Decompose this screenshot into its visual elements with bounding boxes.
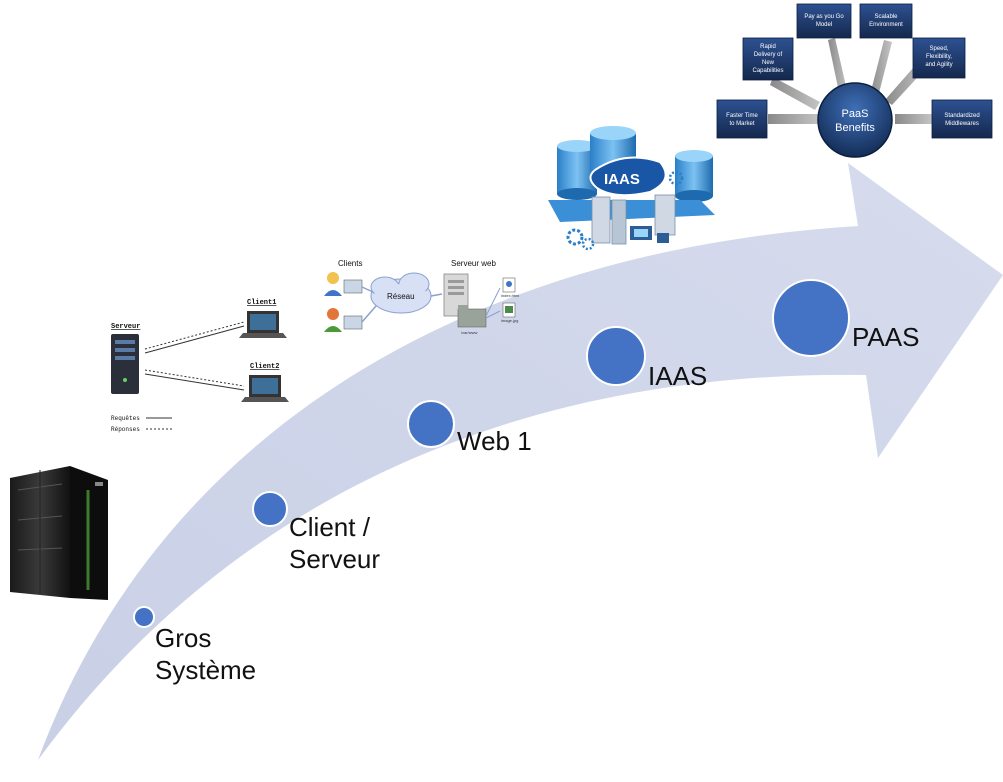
paas-benefits-illustration: PaaS Benefits Pay as you Go Model Scalab… [716, 3, 993, 158]
file-icon [502, 277, 516, 293]
laptop-icon [239, 311, 287, 338]
milestone-dot-client-serveur [252, 491, 288, 527]
file1-label: index.html [501, 293, 519, 298]
milestone-label-paas: PAAS [852, 322, 920, 352]
benefit-box-scalable: Scalable Environment [859, 3, 913, 39]
requests-legend: Requêtes [111, 415, 140, 422]
benefit-text: New [762, 60, 775, 66]
benefit-box-standardized: Standardized Middlewares [931, 99, 993, 139]
paas-hub-line1: PaaS [842, 108, 869, 120]
file2-label: image.jpg [501, 318, 518, 323]
gear-icon [668, 170, 684, 186]
iaas-illustration: IAAS [548, 126, 715, 251]
benefit-text: Standardized [944, 113, 979, 119]
client-server-illustration: Serveur Client1 Client2 Requêtes Réponse… [111, 299, 289, 433]
paas-hub-line2: Benefits [835, 122, 875, 134]
benefit-text: Pay as you Go [804, 14, 844, 20]
milestone-label-web1: Web 1 [457, 426, 532, 456]
path-label: /var/www [461, 330, 478, 335]
milestone-label-gros-systeme: Gros Système [155, 622, 256, 686]
iaas-badge [589, 156, 667, 197]
benefit-text: Faster Time [726, 113, 758, 119]
milestone-label-line: Système [155, 655, 257, 685]
laptop-icon [241, 375, 289, 402]
benefit-text: Model [816, 22, 832, 28]
file-icon [502, 302, 516, 318]
milestone-dot-gros-systeme [133, 606, 155, 628]
web-illustration: Clients Serveur web Réseau [324, 259, 519, 335]
milestone-label-line: Gros [155, 623, 212, 653]
cloud-icon [370, 272, 432, 314]
benefit-text: Environment [869, 22, 903, 28]
responses-legend: Réponses [111, 426, 140, 433]
user-icon [324, 272, 363, 296]
timeline-arrow [38, 163, 1003, 760]
milestone-label-line: Serveur [289, 544, 381, 574]
milestone-label-line: Client / [289, 512, 370, 542]
benefit-text: Scalable [874, 14, 898, 20]
clients-label: Clients [338, 259, 362, 268]
benefit-text: Flexibility, [926, 54, 952, 60]
client2-label: Client2 [250, 363, 279, 371]
milestone-label-iaas: IAAS [648, 361, 708, 391]
client1-label: Client1 [247, 299, 276, 307]
server-label: Serveur [111, 323, 140, 331]
benefit-text: Capabilities [752, 68, 783, 74]
web-server-label: Serveur web [451, 259, 496, 268]
milestone-dot-paas [772, 279, 850, 357]
paas-hub [817, 82, 893, 158]
milestone-dot-web1 [407, 400, 455, 448]
network-label: Réseau [387, 292, 415, 301]
gear-icon [566, 228, 584, 246]
benefit-box-faster-time: Faster Time to Market [716, 99, 768, 139]
benefit-box-pay-as-you-go: Pay as you Go Model [796, 3, 852, 39]
benefit-box-rapid-delivery: Rapid Delivery of New Capabilities [742, 37, 794, 81]
benefit-box-speed-flexibility: Speed, Flexibility, and Agility [912, 37, 966, 79]
benefit-text: to Market [729, 121, 754, 127]
milestone-label-client-serveur: Client / Serveur [289, 511, 380, 575]
folder-icon [457, 305, 487, 328]
milestone-dot-iaas [586, 326, 646, 386]
mainframe-image [10, 466, 108, 600]
iaas-badge-text: IAAS [604, 171, 640, 188]
benefit-text: Delivery of [754, 52, 783, 58]
benefit-text: and Agility [925, 62, 952, 68]
database-icon [675, 150, 713, 202]
user-icon [324, 308, 363, 332]
benefit-text: Rapid [760, 44, 776, 50]
benefit-text: Speed, [929, 46, 948, 52]
gear-icon [581, 237, 595, 251]
benefit-text: Middlewares [945, 121, 979, 127]
